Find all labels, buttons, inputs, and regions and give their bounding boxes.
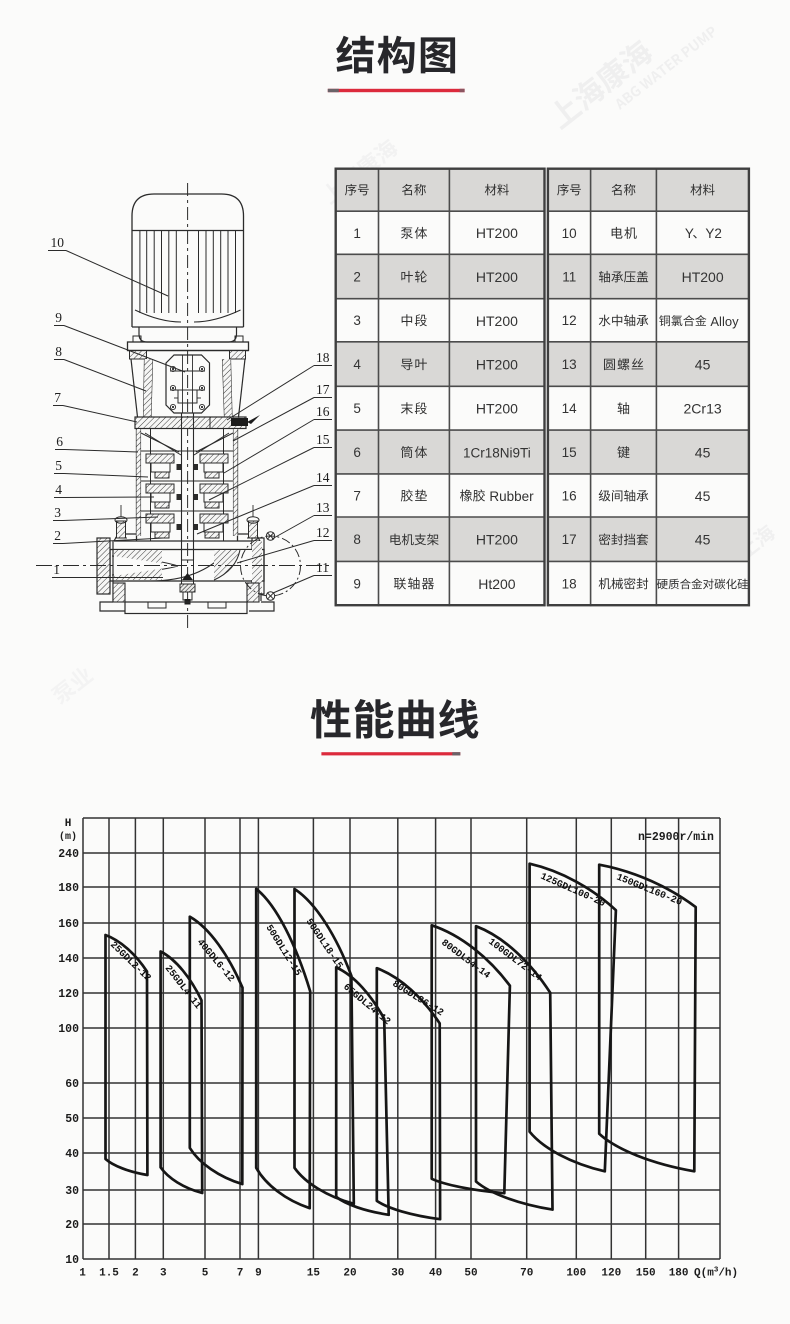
svg-text:40GDL6-12: 40GDL6-12	[195, 937, 237, 984]
svg-text:3: 3	[54, 505, 61, 520]
svg-text:Y2: Y2	[705, 226, 722, 241]
svg-text:125GDL100-20: 125GDL100-20	[539, 871, 607, 909]
svg-text:4: 4	[55, 482, 62, 497]
svg-text:HT200: HT200	[476, 357, 518, 373]
svg-text:50: 50	[464, 1268, 477, 1280]
svg-text:60: 60	[65, 1078, 79, 1091]
svg-text:11: 11	[316, 560, 329, 575]
svg-text:180: 180	[669, 1268, 689, 1280]
svg-text:1Cr18Ni9Ti: 1Cr18Ni9Ti	[463, 446, 531, 461]
svg-text:2: 2	[353, 270, 361, 285]
svg-text:40: 40	[65, 1148, 79, 1161]
svg-text:8: 8	[353, 532, 361, 547]
svg-text:Ht200: Ht200	[478, 576, 516, 592]
svg-text:14: 14	[562, 401, 578, 416]
svg-text:50GDL18-15: 50GDL18-15	[304, 917, 346, 972]
svg-text:12: 12	[562, 313, 577, 328]
svg-text:120: 120	[58, 988, 79, 1001]
svg-text:9: 9	[255, 1268, 262, 1280]
svg-text:100GDL72-14: 100GDL72-14	[486, 936, 544, 983]
svg-text:15: 15	[316, 432, 330, 447]
svg-text:40: 40	[429, 1268, 442, 1280]
svg-text:150: 150	[636, 1268, 656, 1280]
svg-text:6: 6	[56, 434, 63, 449]
svg-text:3: 3	[160, 1268, 167, 1280]
svg-text:Y: Y	[685, 226, 694, 241]
svg-text:HT200: HT200	[682, 269, 724, 285]
svg-text:5: 5	[55, 458, 62, 473]
svg-text:10: 10	[65, 1254, 79, 1267]
svg-text:18: 18	[316, 350, 330, 365]
svg-text:7: 7	[237, 1268, 244, 1280]
svg-text:17: 17	[316, 382, 330, 397]
svg-text:120: 120	[601, 1268, 621, 1280]
svg-text:150GDL160-20: 150GDL160-20	[615, 872, 684, 908]
svg-text:9: 9	[353, 576, 361, 591]
svg-text:12: 12	[316, 525, 330, 540]
svg-text:2: 2	[54, 528, 61, 543]
svg-text:11: 11	[562, 270, 576, 285]
svg-text:HT200: HT200	[476, 401, 518, 417]
svg-text:30: 30	[391, 1268, 404, 1280]
svg-text:160: 160	[58, 918, 79, 931]
svg-text:8: 8	[55, 344, 62, 359]
svg-text:H: H	[65, 818, 72, 830]
svg-text:n=2900r/min: n=2900r/min	[638, 831, 714, 844]
svg-text:HT200: HT200	[476, 532, 518, 548]
svg-text:Rubber: Rubber	[489, 489, 534, 504]
svg-text:15: 15	[562, 445, 577, 460]
svg-text:14: 14	[316, 470, 330, 485]
svg-text:20: 20	[65, 1219, 79, 1232]
svg-text:HT200: HT200	[476, 225, 518, 241]
svg-text:45: 45	[695, 445, 711, 461]
svg-text:45: 45	[695, 357, 711, 373]
svg-text:1: 1	[53, 562, 60, 577]
svg-text:70: 70	[520, 1268, 533, 1280]
svg-text:HT200: HT200	[476, 313, 518, 329]
svg-text:80GDL36-12: 80GDL36-12	[390, 978, 445, 1018]
svg-text:16: 16	[316, 404, 330, 419]
svg-text:7: 7	[54, 390, 61, 405]
svg-text:16: 16	[562, 488, 577, 503]
svg-text:(m): (m)	[59, 831, 77, 843]
svg-text:7: 7	[353, 488, 361, 503]
svg-text:1: 1	[353, 226, 361, 241]
svg-text:18: 18	[562, 576, 577, 591]
svg-text:15: 15	[307, 1268, 321, 1280]
svg-text:50GDL12-15: 50GDL12-15	[263, 923, 303, 978]
svg-text:1.5: 1.5	[99, 1268, 119, 1280]
svg-text:1: 1	[79, 1268, 86, 1280]
svg-text:HT200: HT200	[476, 269, 518, 285]
svg-text:5: 5	[202, 1268, 209, 1280]
svg-text:Q(m3/h): Q(m3/h)	[694, 1267, 738, 1280]
svg-text:100: 100	[566, 1268, 586, 1280]
svg-text:2Cr13: 2Cr13	[684, 401, 722, 417]
svg-text:140: 140	[58, 953, 79, 966]
svg-text:180: 180	[58, 882, 79, 895]
svg-text:2: 2	[132, 1268, 139, 1280]
svg-text:30: 30	[65, 1185, 79, 1198]
svg-text:17: 17	[562, 532, 577, 547]
svg-text:100: 100	[58, 1023, 79, 1036]
svg-text:6: 6	[353, 445, 361, 460]
svg-text:Alloy: Alloy	[710, 314, 739, 329]
svg-text:25GDL2-12: 25GDL2-12	[108, 939, 153, 983]
svg-text:65GDL24-12: 65GDL24-12	[341, 981, 393, 1027]
svg-text:50: 50	[65, 1113, 79, 1126]
svg-text:13: 13	[562, 357, 577, 372]
svg-text:9: 9	[55, 310, 62, 325]
svg-text:45: 45	[695, 488, 711, 504]
svg-text:240: 240	[58, 848, 79, 861]
svg-text:45: 45	[695, 532, 711, 548]
svg-text:5: 5	[353, 401, 361, 416]
svg-text:4: 4	[353, 357, 361, 372]
svg-text:10: 10	[562, 226, 577, 241]
svg-text:20: 20	[343, 1268, 356, 1280]
svg-text:3: 3	[353, 313, 361, 328]
svg-text:13: 13	[316, 500, 330, 515]
svg-text:10: 10	[51, 235, 65, 250]
